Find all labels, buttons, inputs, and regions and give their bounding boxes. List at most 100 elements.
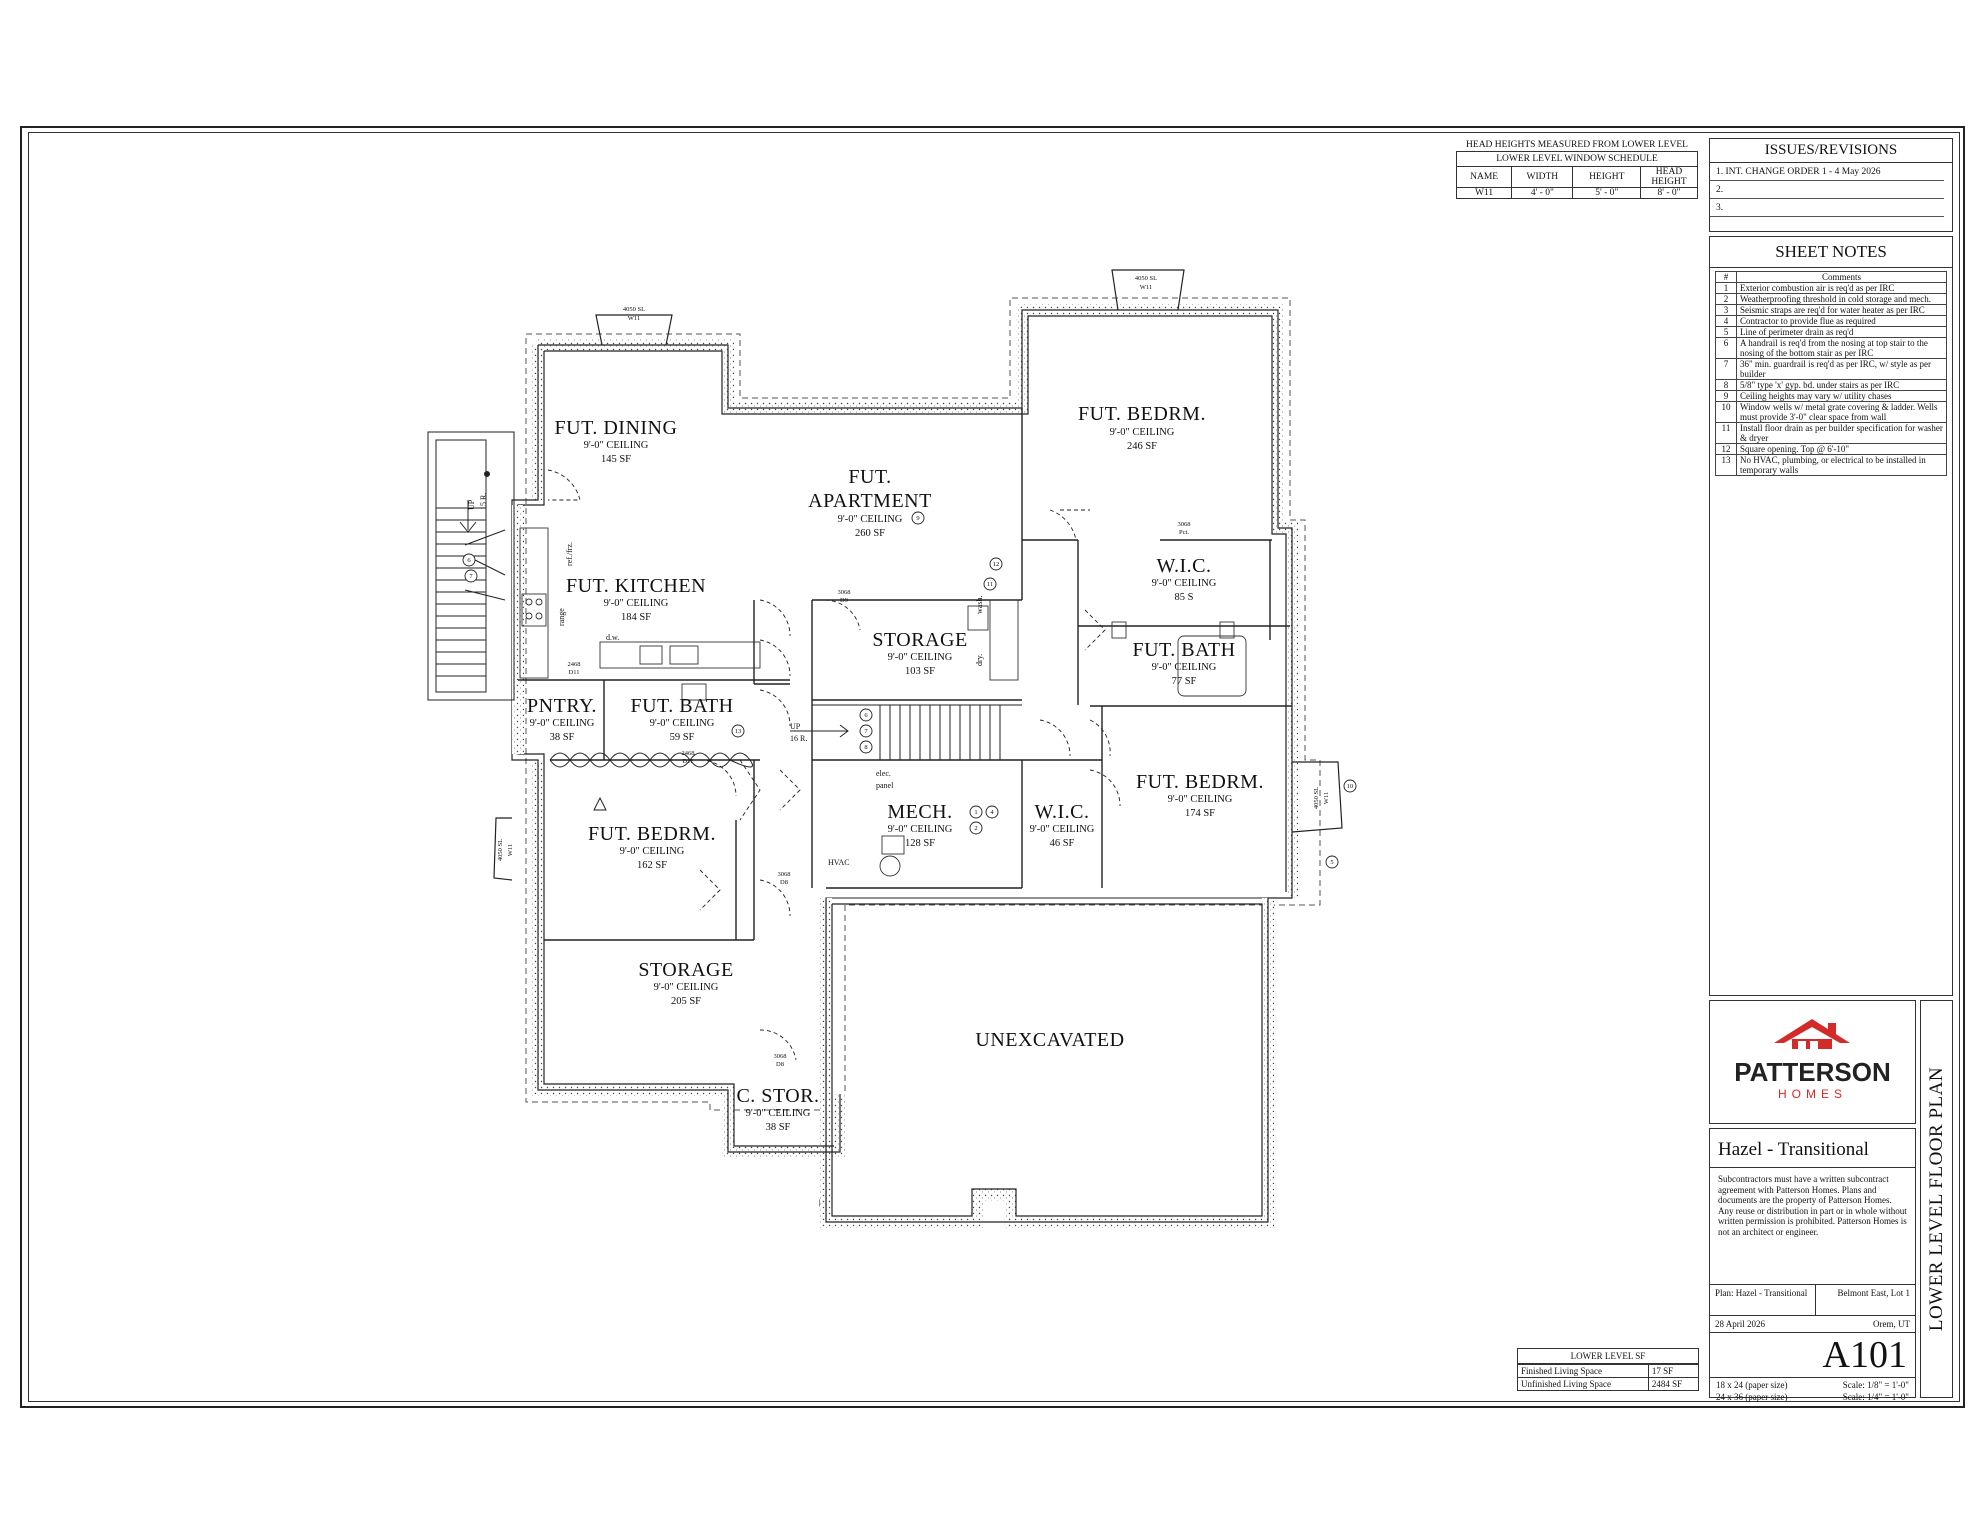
svg-text:38 SF: 38 SF [766, 1122, 791, 1133]
svg-text:9'-0" CEILING: 9'-0" CEILING [650, 718, 715, 729]
svg-text:9'-0" CEILING: 9'-0" CEILING [1110, 427, 1175, 438]
schedule-col-name: NAME [1455, 166, 1513, 188]
svg-text:46 SF: 46 SF [1050, 838, 1075, 849]
note-num: 2 [1715, 293, 1737, 305]
note-text: 36" min. guardrail is req'd as per IRC, … [1736, 358, 1947, 380]
svg-text:3068: 3068 [778, 871, 791, 878]
note-text: Line of perimeter drain as req'd [1736, 326, 1947, 338]
note-text: Install floor drain as per builder speci… [1736, 422, 1947, 444]
lot-name: Belmont East, Lot 1 [1837, 1288, 1911, 1298]
svg-text:C. STOR.: C. STOR. [736, 1085, 819, 1107]
svg-text:MECH.: MECH. [887, 801, 952, 823]
svg-text:205 SF: 205 SF [671, 996, 701, 1007]
note-num: 10 [1715, 401, 1737, 423]
note-text: Exterior combustion air is req'd as per … [1736, 282, 1947, 294]
svg-text:11: 11 [987, 581, 993, 588]
svg-text:elec.: elec. [876, 769, 891, 778]
svg-text:W.I.C.: W.I.C. [1156, 555, 1211, 577]
svg-text:Pct.: Pct. [1179, 529, 1189, 536]
company-logo: PATTERSON HOMES [1709, 1000, 1916, 1124]
schedule-table: LOWER LEVEL WINDOW SCHEDULE NAME WIDTH H… [1455, 151, 1698, 199]
svg-text:174 SF: 174 SF [1185, 808, 1215, 819]
logo-subtitle: HOMES [1777, 1087, 1847, 1101]
svg-text:128 SF: 128 SF [905, 838, 935, 849]
issue-item: 1. INT. CHANGE ORDER 1 - 4 May 2026 [1710, 163, 1944, 181]
svg-text:8: 8 [864, 744, 867, 751]
issues-revisions: ISSUES/REVISIONS 1. INT. CHANGE ORDER 1 … [1709, 138, 1953, 232]
svg-text:7: 7 [864, 728, 868, 735]
sf-label: Finished Living Space [1518, 1364, 1649, 1378]
note-text: Square opening. Top @ 6'-10" [1736, 443, 1947, 455]
schedule-cell: W11 [1455, 187, 1513, 199]
paper-size-2: 24 x 36 (paper size) [1716, 1392, 1788, 1402]
svg-text:2: 2 [974, 825, 977, 832]
note-tags [462, 511, 1357, 869]
svg-text:9'-0" CEILING: 9'-0" CEILING [584, 440, 649, 451]
note-text: Ceiling heights may vary w/ utility chas… [1736, 390, 1947, 402]
room-mech: MECH.9'-0" CEILING 128 SF [887, 801, 952, 849]
svg-text:145 SF: 145 SF [601, 454, 631, 465]
svg-text:9'-0" CEILING: 9'-0" CEILING [838, 514, 903, 525]
svg-text:FUT.: FUT. [848, 466, 891, 488]
title-block: Hazel - Transitional Subcontractors must… [1709, 1128, 1916, 1402]
svg-text:D11: D11 [569, 669, 580, 676]
svg-text:panel: panel [876, 781, 894, 790]
room-unexcavated: UNEXCAVATED [975, 1029, 1124, 1051]
note-num: 5 [1715, 326, 1737, 338]
note-text: No HVAC, plumbing, or electrical to be i… [1736, 454, 1947, 476]
note-num: 1 [1715, 282, 1737, 294]
svg-text:7: 7 [469, 573, 473, 580]
svg-text:162 SF: 162 SF [637, 860, 667, 871]
svg-text:d.w.: d.w. [606, 633, 619, 642]
svg-text:wash.: wash. [975, 596, 984, 614]
svg-text:184 SF: 184 SF [621, 612, 651, 623]
note-text: Window wells w/ metal grate covering & l… [1736, 401, 1947, 423]
note-num: 6 [1715, 337, 1737, 359]
stair-center [790, 704, 1022, 761]
logo-wordmark: PATTERSON [1734, 1057, 1891, 1087]
schedule-title: LOWER LEVEL WINDOW SCHEDULE [1456, 151, 1698, 167]
notes-col-num: # [1715, 271, 1737, 283]
revision-cloud [549, 752, 753, 768]
plan-date: 28 April 2026 [1715, 1319, 1766, 1329]
sheet-border [20, 126, 1965, 1408]
sheet-notes-title: SHEET NOTES [1710, 237, 1952, 268]
paper-size-1: 18 x 24 (paper size) [1716, 1380, 1788, 1390]
svg-text:1: 1 [974, 809, 977, 816]
doors [547, 469, 1121, 1061]
note-text: 5/8" type 'x' gyp. bd. under stairs as p… [1736, 379, 1947, 391]
sheet-number: A101 [1710, 1333, 1915, 1378]
svg-text:4: 4 [990, 809, 994, 816]
issue-item: 2. [1710, 181, 1944, 199]
schedule-col-head-height: HEAD HEIGHT [1640, 166, 1698, 188]
svg-text:W11: W11 [628, 315, 640, 322]
note-text: Weatherproofing threshold in cold storag… [1736, 293, 1947, 305]
svg-text:59 SF: 59 SF [670, 732, 695, 743]
svg-text:246 SF: 246 SF [1127, 441, 1157, 452]
svg-text:FUT. BEDRM.: FUT. BEDRM. [1078, 403, 1206, 425]
svg-text:9'-0" CEILING: 9'-0" CEILING [654, 982, 719, 993]
scale-1: Scale: 1/8" = 1'-0" [1842, 1380, 1909, 1390]
sf-title: LOWER LEVEL SF [1518, 1349, 1698, 1364]
svg-text:103 SF: 103 SF [905, 666, 935, 677]
schedule-col-width: WIDTH [1511, 166, 1574, 188]
svg-text:9'-0" CEILING: 9'-0" CEILING [620, 846, 685, 857]
note-num: 13 [1715, 454, 1737, 476]
svg-text:260 SF: 260 SF [855, 528, 885, 539]
svg-text:D9: D9 [840, 597, 848, 604]
window-wells [493, 269, 1343, 881]
svg-text:9'-0" CEILING: 9'-0" CEILING [888, 824, 953, 835]
sf-value: 2484 SF [1647, 1377, 1698, 1390]
svg-text:range: range [557, 608, 566, 626]
